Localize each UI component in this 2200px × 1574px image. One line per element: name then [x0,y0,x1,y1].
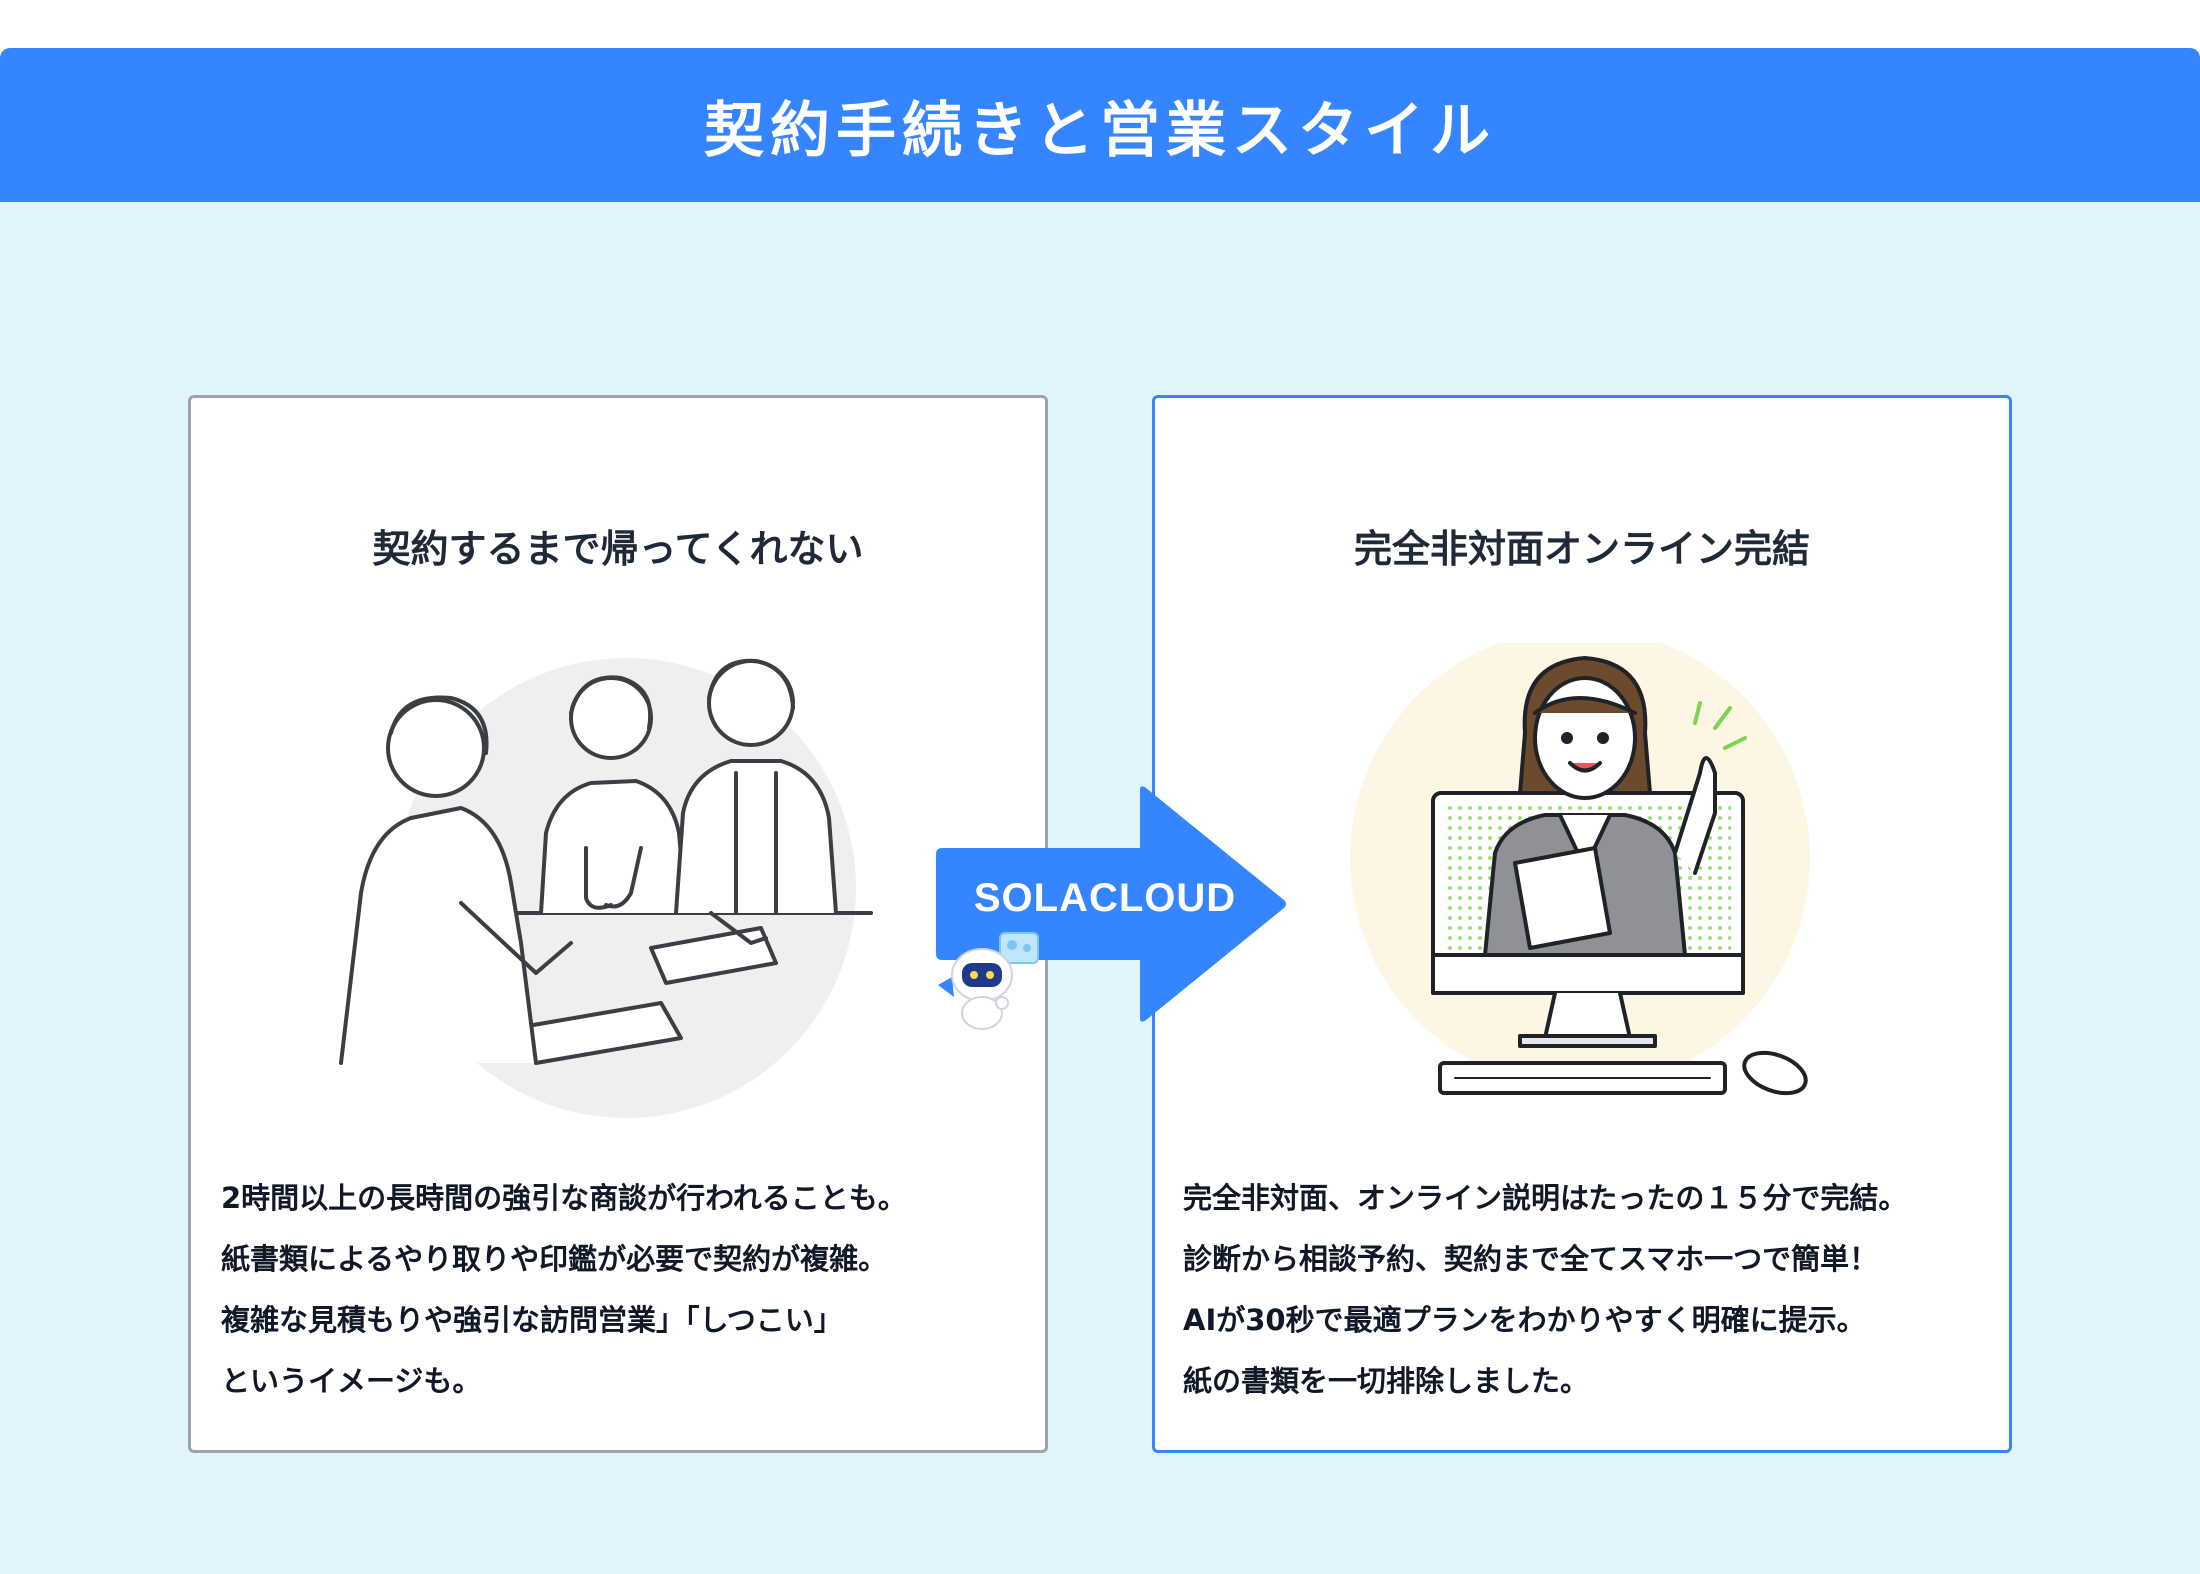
card-description-online: 完全非対面、オンライン説明はたったの１５分で完結。 診断から相談予約、契約まで全… [1155,1168,2009,1412]
page-title: 契約手続きと営業スタイル [704,95,1496,166]
description-line: 2時間以上の長時間の強引な商談が行われることも。 [221,1181,907,1215]
comparison-card-online: 完全非対面オンライン完結 [1152,395,2012,1453]
online-consultation-illustration [1350,643,1810,1096]
comparison-card-traditional: 契約するまで帰ってくれない [188,395,1048,1453]
arrow-label: SOLACLOUD [973,876,1237,920]
card-title-online: 完全非対面オンライン完結 [1353,527,1810,571]
description-line: AIが30秒で最適プランをわかりやすく明確に提示。 [1183,1303,1866,1337]
description-line: 複雑な見積もりや強引な訪問営業」「しつこい」 [221,1303,843,1337]
description-line: 完全非対面、オンライン説明はたったの１５分で完結。 [1183,1181,1908,1215]
arrow-right-icon [936,786,1286,1022]
description-line: 診断から相談予約、契約まで全てスマホ一つで簡単！ [1183,1242,1879,1276]
sales-meeting-illustration [339,658,873,1118]
header-bar: 契約手続きと営業スタイル [0,48,2200,202]
description-line: というイメージも。 [221,1364,482,1398]
description-line: 紙の書類を一切排除しました。 [1183,1364,1590,1398]
card-description-traditional: 2時間以上の長時間の強引な商談が行われることも。 紙書類によるやり取りや印鑑が必… [191,1168,1045,1412]
robot-mascot-icon [938,932,1039,1030]
card-title-traditional: 契約するまで帰ってくれない [372,527,864,571]
description-line: 紙書類によるやり取りや印鑑が必要で契約が複雑。 [221,1242,888,1276]
